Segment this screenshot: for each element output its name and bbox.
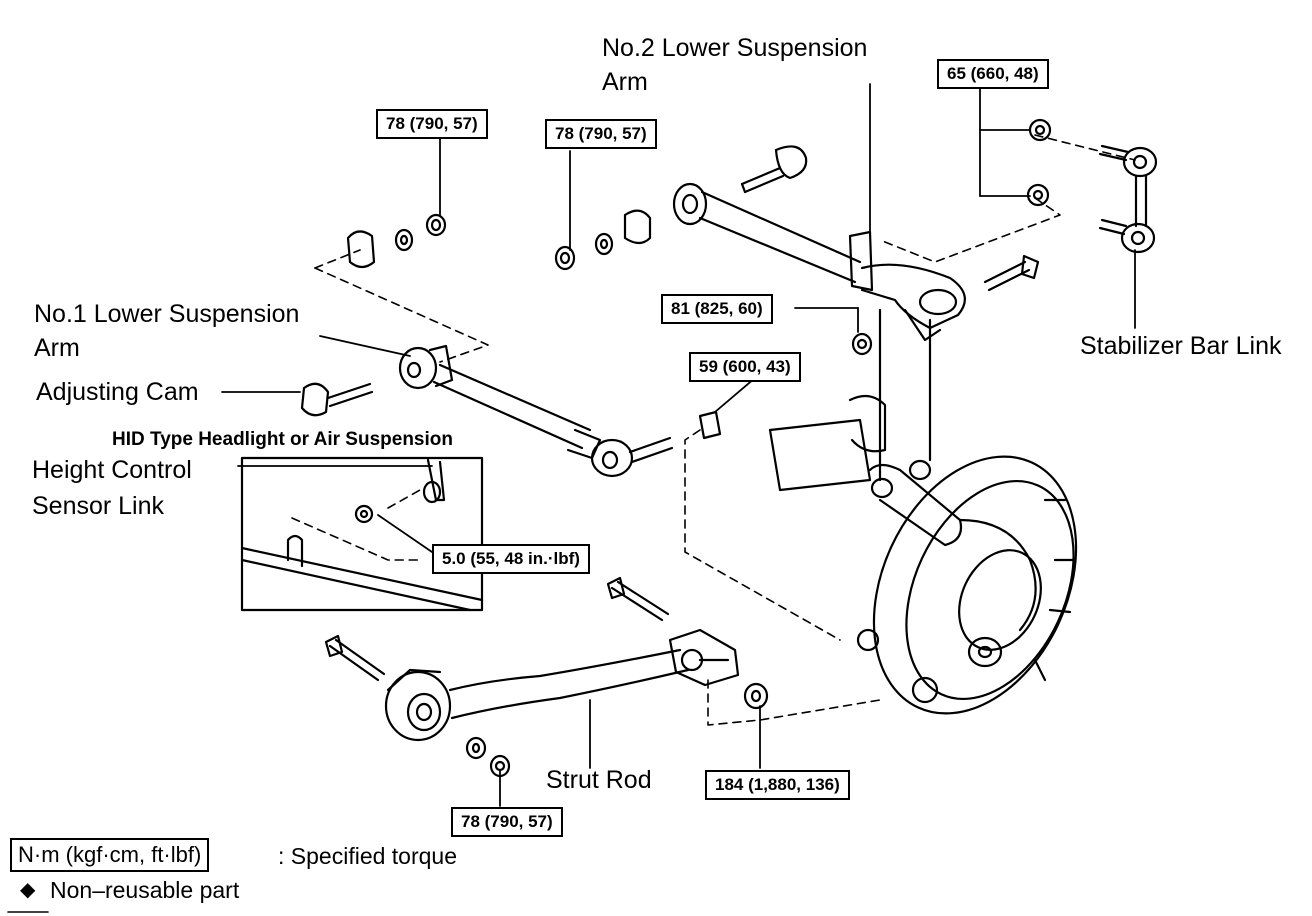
axle-carrier-hub [768,308,1078,715]
label-height-sensor-line1: Height Control [32,456,192,484]
no2-lower-suspension-arm [672,182,966,342]
label-stabilizer-link: Stabilizer Bar Link [1080,332,1282,360]
bolt-no2-outer [983,254,1040,292]
adjusting-cam-bolt [300,382,374,417]
height-sensor-inset [240,456,484,612]
label-no2-arm-line1: No.2 Lower Suspension [602,34,868,62]
label-height-sensor-line2: Sensor Link [32,492,165,520]
torque-box-sensor: 5.0 (55, 48 in.·lbf) [432,544,590,574]
stabilizer-bar-link [1098,144,1158,254]
torque-box-no1-inner: 78 (790, 57) [376,109,488,139]
torque-box-no2-outer: 81 (825, 60) [661,294,773,324]
leader-lines [221,83,1136,807]
legend-nonreusable-text: Non–reusable part [50,877,240,903]
torque-box-stabilizer-nut: 65 (660, 48) [937,59,1049,89]
torque-box-strut-inner: 78 (790, 57) [451,807,563,837]
legend-unit-text: : Specified torque [278,843,458,869]
bolt-no2-inner [740,145,808,194]
nut-no1-outer [698,410,722,440]
assembly-dashed-lines [291,134,1136,726]
label-no1-arm-line2: Arm [34,334,80,362]
label-no1-arm-line1: No.1 Lower Suspension [34,300,300,328]
stabilizer-nuts [1026,118,1052,207]
no1-lower-suspension-arm [398,344,674,478]
strut-rod-bolts [324,576,670,682]
parts-no2-inner [554,209,652,271]
label-no2-arm-line2: Arm [602,68,648,96]
legend-nonreusable-icon: ◆ [20,879,36,901]
torque-box-strut-outer: 184 (1,880, 136) [705,770,850,800]
parts-no1-inner [346,213,447,269]
nut-no2-outer [851,332,873,356]
legend-unit-box: N·m (kgf·cm, ft·lbf) [10,838,210,872]
torque-box-no2-inner: 78 (790, 57) [545,119,657,149]
label-adjusting-cam: Adjusting Cam [36,378,199,406]
label-hid-note: HID Type Headlight or Air Suspension [112,429,453,450]
strut-rod-nuts [465,682,769,778]
torque-box-no1-outer: 59 (600, 43) [689,352,801,382]
label-strut-rod: Strut Rod [546,766,652,794]
strut-rod [384,628,740,742]
